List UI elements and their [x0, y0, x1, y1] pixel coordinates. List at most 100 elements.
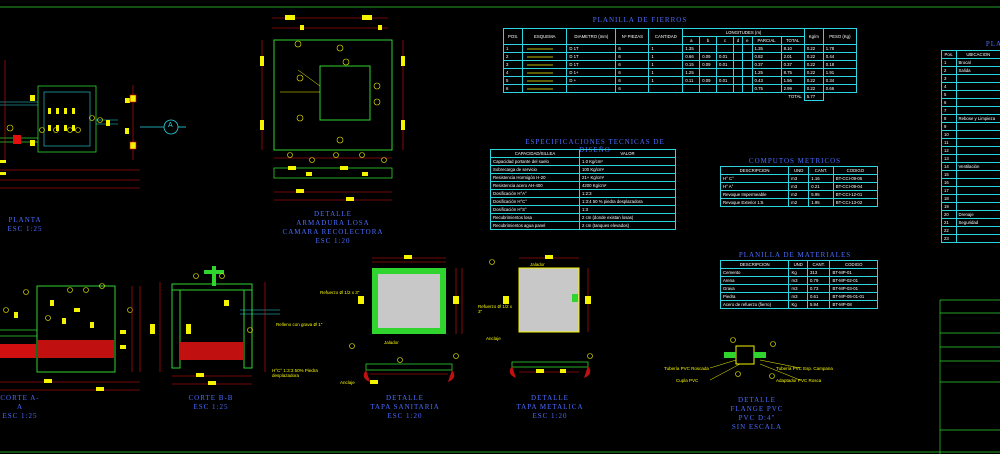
- rebar-schema-sketch: [522, 76, 568, 85]
- table-cell: 0.01: [716, 60, 734, 69]
- table-cell: 0.73: [806, 284, 831, 293]
- table-header: CODIGO: [829, 260, 878, 269]
- table-cell: BT-MP-01: [829, 268, 878, 277]
- table-cell: [742, 52, 753, 61]
- title-line: ESC 1:20: [315, 237, 351, 245]
- title-tapa-sanitaria: DETALLE TAPA SANITARIA ESC 1:20: [360, 394, 450, 421]
- table-cell: [732, 68, 744, 77]
- table-cell: Recubrimientos losa: [490, 213, 580, 222]
- table-cell: [955, 234, 1000, 243]
- computos-title: COMPUTOS METRICOS: [748, 157, 842, 165]
- table-cell: [699, 84, 718, 93]
- table-cell: 1: [648, 76, 684, 85]
- table-header: ESQUEMA: [522, 28, 568, 45]
- table-cell: [742, 76, 753, 85]
- table-row: 5: [941, 90, 1000, 99]
- table-row: 12: [941, 146, 1000, 155]
- table-header: UND: [788, 166, 810, 175]
- table-cell: 8.75: [780, 68, 805, 77]
- table-cell: 0.22: [803, 44, 824, 53]
- table-cell: 7: [941, 106, 957, 115]
- table-row: Dosificación H°C°1:3:4 50 % piedra despl…: [490, 197, 676, 206]
- table-cell: 1: [648, 44, 684, 53]
- table-header: Pos.: [941, 50, 957, 59]
- table-cell: Salida: [955, 66, 1000, 75]
- table-row: 16: [941, 178, 1000, 187]
- table-header: CANT.: [808, 166, 834, 175]
- table-cell: Sobrecarga de servicio: [490, 165, 580, 174]
- title-line: PVC D:4": [738, 414, 776, 422]
- table-cell: 6: [615, 52, 650, 61]
- table-cell: Ventilación: [955, 162, 1000, 171]
- table-cell: [732, 76, 744, 85]
- planilla-fierros-table: POS. ESQUEMA DIAMETRO (mm) Nº PIEZAS CAN…: [502, 28, 858, 101]
- annotation-jalador-ts: Jalador: [384, 340, 399, 345]
- table-cell: [732, 52, 744, 61]
- table-header: Nº PIEZAS: [615, 28, 650, 45]
- table-cell: 23: [941, 234, 957, 243]
- table-cell: 1.35: [751, 44, 782, 53]
- title-line: DETALLE: [386, 394, 424, 402]
- table-cell: 0.37: [780, 60, 805, 69]
- table-cell: Grava: [719, 284, 790, 293]
- table-cell: BT-MP-02-01: [829, 276, 878, 285]
- table-cell: [955, 170, 1000, 179]
- table-cell: 15: [941, 170, 957, 179]
- table-cell: [955, 122, 1000, 131]
- title-corte-a: CORTE A-A ESC 1:25: [0, 394, 40, 421]
- table-cell: D 1T: [566, 44, 617, 53]
- table-cell: 1.78: [822, 44, 858, 53]
- table-header: PESO (Kg): [822, 28, 858, 45]
- table-cell: 1: [941, 58, 957, 67]
- table-header: DIAMETRO (mm): [566, 28, 617, 45]
- table-row: 18: [941, 194, 1000, 203]
- table-cell: 1.56: [780, 76, 805, 85]
- table-row: 4: [941, 82, 1000, 91]
- title-line: PLANTA: [8, 216, 42, 224]
- table-row: 23: [941, 234, 1000, 243]
- table-cell: 0.09: [699, 60, 718, 69]
- table-subheader: e: [742, 36, 753, 45]
- table-cell: 8: [941, 114, 957, 123]
- title-line: CORTE A-A: [0, 394, 40, 411]
- table-cell: Brocal: [955, 58, 1000, 67]
- table-cell: 1: [648, 68, 684, 77]
- table-cell: 11: [941, 138, 957, 147]
- table-cell: 10: [941, 130, 957, 139]
- section-marker-label: A: [168, 122, 173, 129]
- title-line: ESC 1:20: [532, 412, 568, 420]
- annotation-adaptador: Adaptador PVC Rosca: [776, 378, 822, 383]
- annotation-grava: Relleno con grava Ø 1": [276, 322, 323, 327]
- table-cell: [955, 146, 1000, 155]
- table-cell: 0.15: [682, 60, 701, 69]
- table-cell: Revoque Exterior 1:5: [719, 198, 790, 207]
- table-row: 19: [941, 202, 1000, 211]
- table-cell: 1.91: [822, 68, 858, 77]
- table-cell: [732, 60, 744, 69]
- table-cell: 1.95: [808, 198, 834, 207]
- table-row: 6: [941, 98, 1000, 107]
- title-line: ESC 1:25: [2, 412, 38, 420]
- corte-b-drawing: [150, 266, 280, 385]
- table-cell: Kg: [788, 268, 808, 277]
- table-cell: Seguridad: [955, 218, 1000, 227]
- table-cell: [742, 44, 753, 53]
- table-cell: Cemento: [719, 268, 790, 277]
- annotation-refuerzo-ts: Refuerzo Ø 1/2 x 3": [320, 290, 360, 295]
- table-row: 15: [941, 170, 1000, 179]
- table-header: DESCRIPCION: [719, 260, 790, 269]
- table-cell: 21+ Kg/cm²: [579, 173, 676, 182]
- title-tapa-metalica: DETALLE TAPA METALICA ESC 1:20: [505, 394, 595, 421]
- table-cell: Capacidad portante del suelo: [490, 157, 580, 166]
- table-subheader: PARCIAL: [751, 36, 782, 45]
- table-cell: 0.22: [803, 68, 824, 77]
